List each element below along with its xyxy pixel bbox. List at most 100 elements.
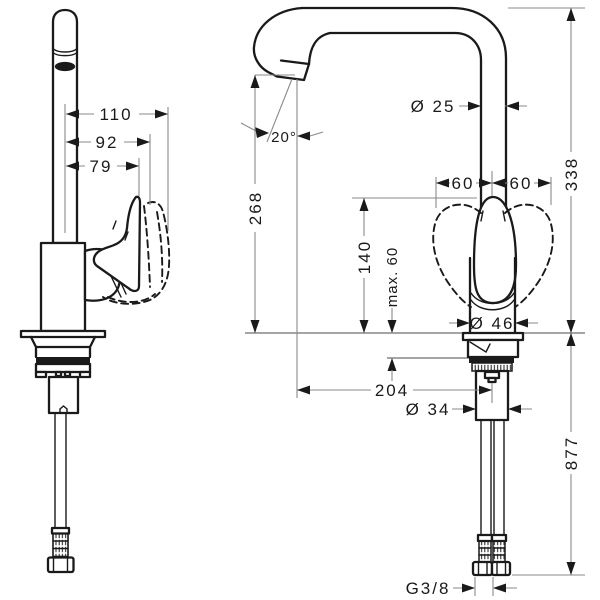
arrow-268-top xyxy=(250,75,260,88)
dim-label-79: 79 xyxy=(90,157,113,176)
aerator-ring2-side xyxy=(52,52,78,57)
lever-detail-tick-2 xyxy=(124,231,129,241)
arrow-60-center-right xyxy=(492,178,505,188)
bracket-ear-left xyxy=(34,370,48,379)
arrow-79-left xyxy=(66,161,79,171)
arrow-140-bottom xyxy=(359,320,369,333)
dim-label-268: 268 xyxy=(246,191,265,225)
dim-label-dia46: Ø 46 xyxy=(470,314,515,333)
aerator-ring-side xyxy=(52,48,78,53)
arrow-140-top xyxy=(359,198,369,211)
base-flange-side xyxy=(19,329,107,339)
angle-arrow-tail-right xyxy=(309,131,324,137)
dim-label-877: 877 xyxy=(562,436,581,470)
dim-label-204: 204 xyxy=(375,381,409,400)
arrow-dia25-left xyxy=(468,101,481,111)
mounting-shank-side xyxy=(47,375,80,415)
arrow-max60-up xyxy=(387,358,397,371)
hose-nut-left xyxy=(471,560,494,577)
spout-bottom-inner xyxy=(328,31,483,210)
lever-detail-tick-1 xyxy=(112,220,117,230)
hose-collar-left xyxy=(476,533,494,543)
hose-braid-bands-front xyxy=(478,547,506,556)
handle-lobe-left xyxy=(432,203,482,308)
aerator-outlet-side xyxy=(54,61,76,72)
arrow-dia46-right xyxy=(515,318,528,328)
bracket-tab-2 xyxy=(63,370,72,378)
arrow-877-bottom xyxy=(566,562,576,575)
arrow-92-left xyxy=(66,137,79,147)
hose-nut-right xyxy=(490,560,512,577)
mount-bracket-side xyxy=(34,362,92,374)
hoses-front xyxy=(480,419,505,536)
outlet-axis-line xyxy=(266,78,293,143)
base-skirt-side xyxy=(29,335,97,359)
arrow-204-right xyxy=(479,385,492,395)
aerator-face xyxy=(275,62,311,82)
base-skirt-front xyxy=(466,338,520,359)
arrow-60-far-left xyxy=(436,178,449,188)
dim-label-140: 140 xyxy=(355,240,374,274)
dim-label-dia25: Ø 25 xyxy=(411,97,456,116)
shank-fitting-stub xyxy=(487,376,497,384)
arrow-79-right xyxy=(126,161,139,171)
arrow-dia34-right xyxy=(508,404,521,414)
arrow-877-top xyxy=(566,333,576,346)
arrow-92-right xyxy=(137,137,150,147)
handle-swing-envelope xyxy=(102,201,171,305)
hose-nut-facets-side xyxy=(52,556,69,573)
arrow-338-bottom xyxy=(566,320,576,333)
bracket-tab-1 xyxy=(54,370,63,378)
hose-side xyxy=(54,412,67,529)
hose-braid-bands-side xyxy=(52,540,69,550)
spout-top-outer xyxy=(300,6,508,210)
spout-bend-outer xyxy=(252,6,304,78)
dim-label-60-right: 60 xyxy=(510,174,533,193)
arrow-g38-left xyxy=(462,583,475,593)
hose-braid-right xyxy=(492,540,506,563)
dim-label-338: 338 xyxy=(562,157,581,191)
arrow-g38-right xyxy=(493,583,506,593)
arrow-60-center-left xyxy=(479,178,492,188)
arrow-60-far-right xyxy=(538,178,551,188)
hose-collar-right xyxy=(490,533,508,543)
arrow-110-right xyxy=(155,109,168,119)
arrow-angle-left xyxy=(255,127,269,138)
handle-lever-side xyxy=(92,195,142,293)
handle-dome-front xyxy=(472,195,518,305)
side-view: 110 92 79 xyxy=(19,8,171,574)
dim-label-max60: max. 60 xyxy=(384,247,401,307)
dim-label-g38: G3/8 xyxy=(406,579,451,598)
shank-notch-side xyxy=(59,405,68,414)
hose-braid-left xyxy=(478,540,492,563)
arrow-268-bottom xyxy=(250,320,260,333)
front-view: Ø 25 20° 268 338 60 60 xyxy=(240,6,585,598)
handle-lobe-right xyxy=(504,203,554,308)
gasket-front xyxy=(469,357,514,363)
arrow-max60-down xyxy=(387,320,397,333)
dome-tick-right xyxy=(502,210,506,222)
dim-label-dia34: Ø 34 xyxy=(406,400,451,419)
hose-braid-side xyxy=(52,532,69,558)
skirt-detail-front xyxy=(469,341,491,354)
dim-label-92: 92 xyxy=(96,133,119,152)
spout-bend-inner xyxy=(307,31,332,66)
dim-label-60-left: 60 xyxy=(452,174,475,193)
handle-swing-pos1 xyxy=(143,205,151,288)
dim-label-angle: 20° xyxy=(271,129,297,146)
arrow-dia34-left xyxy=(463,404,476,414)
arrow-dia25-right xyxy=(506,101,519,111)
aerator-seam xyxy=(279,59,311,66)
arrow-dia46-left xyxy=(457,318,470,328)
handle-swing-pos2 xyxy=(156,211,164,283)
hose-collar-side xyxy=(50,526,71,535)
arrow-204-left xyxy=(297,385,310,395)
gasket-side xyxy=(36,357,90,364)
body-arc-2 xyxy=(470,299,515,311)
handle-swing-arc xyxy=(107,293,156,303)
hose-nut-side xyxy=(46,556,75,574)
dim-label-110: 110 xyxy=(99,105,132,124)
arrow-338-top xyxy=(566,8,576,21)
